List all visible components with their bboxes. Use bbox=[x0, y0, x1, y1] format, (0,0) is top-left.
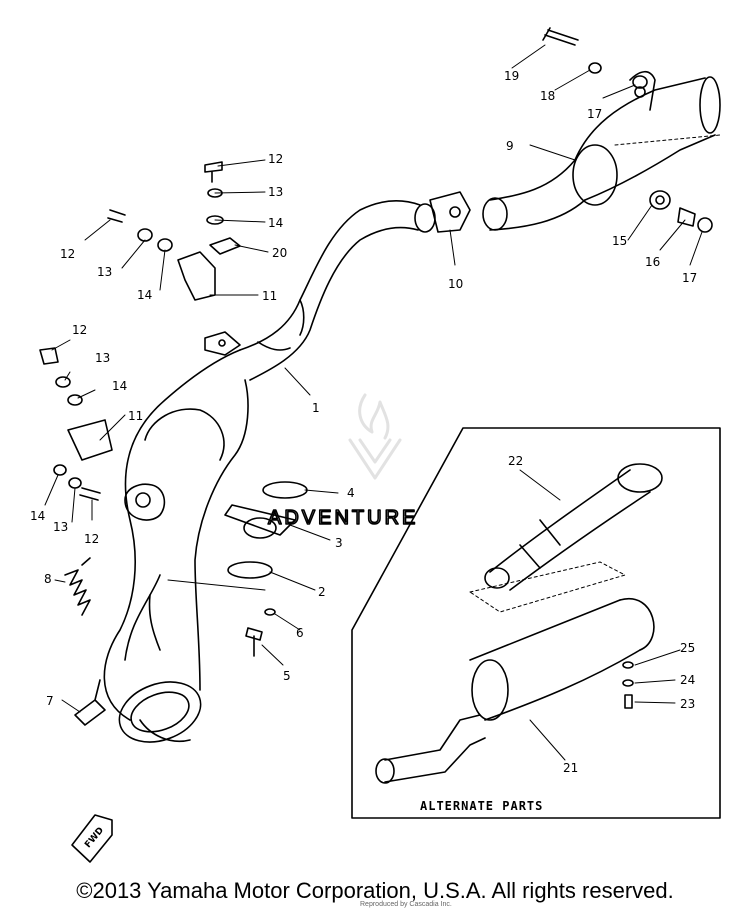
label-part-10: 10 bbox=[448, 277, 463, 291]
label-part-4: 4 bbox=[347, 486, 355, 500]
label-part-14-upper-left: 14 bbox=[137, 288, 152, 302]
silencer-part-9 bbox=[429, 70, 721, 233]
label-part-21: 21 bbox=[563, 761, 578, 775]
label-part-1: 1 bbox=[312, 401, 320, 415]
label-part-14-lower-left: 14 bbox=[30, 509, 45, 523]
label-part-11-left: 11 bbox=[128, 409, 143, 423]
watermark-logo bbox=[348, 393, 402, 480]
label-part-6: 6 bbox=[296, 626, 304, 640]
leader-lines bbox=[44, 44, 703, 761]
label-part-8: 8 bbox=[44, 572, 52, 586]
label-part-12-upper-left: 12 bbox=[60, 247, 75, 261]
label-part-24: 24 bbox=[680, 673, 695, 687]
label-part-12-mid-left: 12 bbox=[72, 323, 87, 337]
label-part-2: 2 bbox=[318, 585, 326, 599]
label-part-11-top: 11 bbox=[262, 289, 277, 303]
label-part-12-lower-left: 12 bbox=[84, 532, 99, 546]
label-part-9: 9 bbox=[506, 139, 514, 153]
label-part-12-top: 12 bbox=[268, 152, 283, 166]
watermark-text: ADVENTURE bbox=[268, 507, 418, 529]
label-part-13-upper-left: 13 bbox=[97, 265, 112, 279]
label-part-14-mid-left: 14 bbox=[112, 379, 127, 393]
label-part-20: 20 bbox=[272, 246, 287, 260]
label-part-16: 16 bbox=[645, 255, 660, 269]
label-part-22: 22 bbox=[508, 454, 523, 468]
label-part-19: 19 bbox=[504, 69, 519, 83]
label-part-13-lower-left: 13 bbox=[53, 520, 68, 534]
label-part-5: 5 bbox=[283, 669, 291, 683]
label-part-13-mid-left: 13 bbox=[95, 351, 110, 365]
label-part-15: 15 bbox=[612, 234, 627, 248]
label-part-17-upper: 17 bbox=[587, 107, 602, 121]
part-number-labels: 1 2 3 4 5 6 7 8 9 10 11 11 12 12 12 12 1… bbox=[30, 69, 697, 908]
joint-part-10 bbox=[429, 191, 471, 233]
copyright-footer: ©2013 Yamaha Motor Corporation, U.S.A. A… bbox=[76, 878, 674, 903]
alternate-parts-title: ALTERNATE PARTS bbox=[420, 799, 543, 813]
hardware-parts bbox=[39, 27, 713, 863]
label-part-7: 7 bbox=[46, 694, 54, 708]
expansion-chamber-part-1 bbox=[103, 200, 436, 743]
label-part-14-top: 14 bbox=[268, 216, 283, 230]
faint-credit: Reproduced by Cascadia Inc. bbox=[360, 901, 452, 908]
label-part-17-lower: 17 bbox=[682, 271, 697, 285]
label-part-23: 23 bbox=[680, 697, 695, 711]
label-part-13-top: 13 bbox=[268, 185, 283, 199]
label-part-3: 3 bbox=[335, 536, 343, 550]
label-part-25: 25 bbox=[680, 641, 695, 655]
label-part-18: 18 bbox=[540, 89, 555, 103]
alternate-parts-box bbox=[351, 427, 721, 819]
